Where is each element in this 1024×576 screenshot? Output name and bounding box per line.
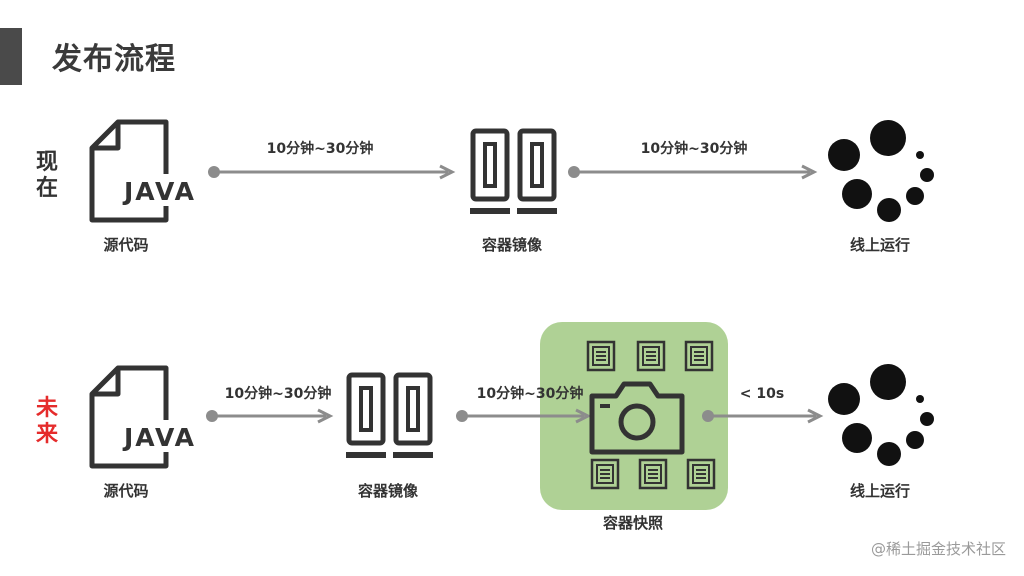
container-image-icon xyxy=(470,128,557,214)
java-file-icon: JAVA xyxy=(89,119,196,223)
row-label-now: 现在 xyxy=(35,150,58,201)
document-icon xyxy=(638,458,668,490)
container-image-label: 容器镜像 xyxy=(357,482,419,500)
java-file-icon: JAVA xyxy=(89,365,196,469)
document-icon xyxy=(684,340,714,372)
arrow-duration-label: 10分钟~30分钟 xyxy=(640,141,748,157)
arrow-snapshot-to-online xyxy=(702,408,824,424)
online-running-icon xyxy=(828,364,934,466)
page-title: 发布流程 xyxy=(52,42,176,77)
arrow-duration-label: 10分钟~30分钟 xyxy=(224,386,332,402)
arrow-duration-label: 10分钟~30分钟 xyxy=(476,386,584,402)
online-running-label: 线上运行 xyxy=(849,236,911,254)
watermark: @稀土掘金技术社区 xyxy=(870,540,1006,558)
document-icon xyxy=(590,458,620,490)
container-image-label: 容器镜像 xyxy=(481,236,543,254)
java-text: JAVA xyxy=(122,177,196,206)
container-image-icon xyxy=(346,372,433,458)
camera-icon xyxy=(589,381,685,455)
document-icon xyxy=(636,340,666,372)
source-code-label: 源代码 xyxy=(103,482,149,500)
arrow-source-to-image xyxy=(208,164,456,180)
online-running-icon xyxy=(828,120,934,222)
arrow-duration-label: 10分钟~30分钟 xyxy=(266,141,374,157)
row-label-future: 未来 xyxy=(35,396,58,447)
document-icon xyxy=(586,340,616,372)
arrow-image-to-snapshot xyxy=(456,408,592,424)
document-icon xyxy=(686,458,716,490)
container-snapshot-label: 容器快照 xyxy=(602,514,664,532)
java-text: JAVA xyxy=(122,423,196,452)
arrow-source-to-image xyxy=(206,408,334,424)
arrow-image-to-online xyxy=(568,164,818,180)
title-accent-bar xyxy=(0,28,22,85)
arrow-duration-label: < 10s xyxy=(739,386,785,402)
online-running-label: 线上运行 xyxy=(849,482,911,500)
source-code-label: 源代码 xyxy=(103,236,149,254)
